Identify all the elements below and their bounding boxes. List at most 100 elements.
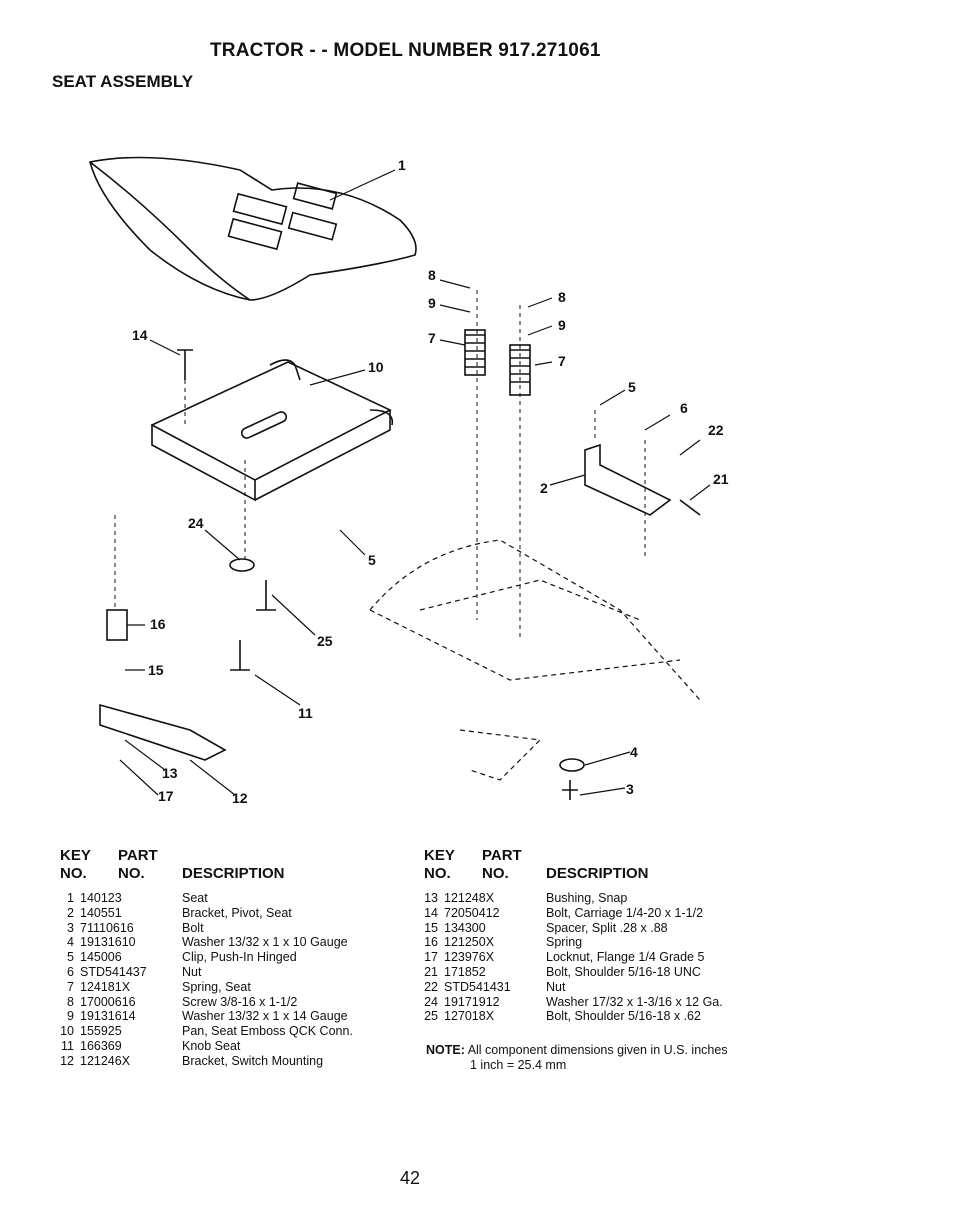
callout-11: 11 <box>298 705 313 721</box>
header-description: DESCRIPTION <box>546 865 649 882</box>
callout-7-left: 7 <box>428 330 436 346</box>
part-key-no: 6 <box>67 964 74 979</box>
parts-table-header: KEY PART NO. NO. DESCRIPTION <box>424 847 804 883</box>
note-line-2: 1 inch = 25.4 mm <box>470 1058 567 1072</box>
header-description: DESCRIPTION <box>182 865 285 882</box>
callout-24: 24 <box>188 515 204 531</box>
part-key-no: 22 <box>424 979 438 994</box>
carriage-bolt-drawing <box>177 349 193 380</box>
table-row: 6 STD541437 Nut <box>60 965 430 980</box>
callout-4: 4 <box>630 744 638 760</box>
part-description: Bolt, Carriage 1/4-20 x 1-1/2 <box>546 905 704 920</box>
bolt-21-drawing <box>679 499 701 516</box>
callout-10: 10 <box>368 359 384 375</box>
part-description: Locknut, Flange 1/4 Grade 5 <box>546 950 705 965</box>
part-number: 19171912 <box>444 994 500 1009</box>
callout-25: 25 <box>317 633 333 649</box>
callout-5-right: 5 <box>628 379 636 395</box>
header-key-no: NO. <box>60 865 87 882</box>
part-number: 19131614 <box>80 1009 136 1024</box>
part-description: Nut <box>182 964 202 979</box>
table-row: 22 STD541431 Nut <box>424 980 804 995</box>
part-key-no: 15 <box>424 920 438 935</box>
part-number: STD541437 <box>80 964 147 979</box>
callout-12: 12 <box>232 790 248 806</box>
part-key-no: 21 <box>424 964 438 979</box>
chassis-outline <box>369 539 701 781</box>
callout-8-left: 8 <box>428 267 436 283</box>
part-description: Knob Seat <box>182 1038 241 1053</box>
table-row: 5 145006 Clip, Push-In Hinged <box>60 950 430 965</box>
part-number: 72050412 <box>444 905 500 920</box>
part-description: Washer 17/32 x 1-3/16 x 12 Ga. <box>546 994 723 1009</box>
part-key-no: 16 <box>424 935 438 950</box>
exploded-parts-diagram: 1 14 10 8 9 7 8 9 7 5 6 22 2 21 24 5 16 … <box>40 140 940 840</box>
header-part: PART <box>118 847 158 864</box>
part-number: 17000616 <box>80 994 136 1009</box>
callout-7-right: 7 <box>558 353 566 369</box>
pivot-bracket-drawing <box>584 443 672 516</box>
header-key: KEY <box>60 847 91 864</box>
callout-8-right: 8 <box>558 289 566 305</box>
part-number: STD541431 <box>444 979 511 994</box>
callout-6: 6 <box>680 400 688 416</box>
callout-5-left: 5 <box>368 552 376 568</box>
part-number: 145006 <box>80 950 122 965</box>
part-description: Screw 3/8-16 x 1-1/2 <box>182 994 298 1009</box>
part-description: Spring, Seat <box>182 979 251 994</box>
table-row: 17 123976X Locknut, Flange 1/4 Grade 5 <box>424 950 804 965</box>
callout-13: 13 <box>162 765 178 781</box>
callout-15: 15 <box>148 662 164 678</box>
callout-9-right: 9 <box>558 317 566 333</box>
knob-drawing <box>230 640 250 671</box>
part-number: 19131610 <box>80 935 136 950</box>
part-number: 123976X <box>444 950 495 965</box>
part-key-no: 12 <box>60 1053 74 1068</box>
washer-4-drawing <box>559 758 585 772</box>
callout-21: 21 <box>713 471 729 487</box>
part-description: Nut <box>546 979 566 994</box>
part-description: Clip, Push-In Hinged <box>182 950 297 965</box>
part-key-no: 11 <box>61 1038 74 1053</box>
part-description: Bolt, Shoulder 5/16-18 x .62 <box>546 1009 701 1024</box>
section-title: SEAT ASSEMBLY <box>52 72 194 91</box>
bolt-3-drawing <box>562 780 578 800</box>
part-number: 134300 <box>444 920 486 935</box>
part-description: Spring <box>546 935 583 950</box>
seat-drawing <box>89 156 417 301</box>
callout-14: 14 <box>132 327 148 343</box>
part-description: Bracket, Pivot, Seat <box>182 905 292 920</box>
part-description: Spacer, Split .28 x .88 <box>546 920 668 935</box>
part-key-no: 4 <box>67 935 74 950</box>
part-number: 140551 <box>80 905 122 920</box>
part-description: Bracket, Switch Mounting <box>182 1053 324 1068</box>
shoulder-bolt-25-drawing <box>256 580 276 611</box>
part-description: Bushing, Snap <box>546 891 628 905</box>
washer-24-drawing <box>229 558 255 572</box>
callout-3: 3 <box>626 781 634 797</box>
callout-17: 17 <box>158 788 174 804</box>
part-number: 124181X <box>80 979 131 994</box>
table-row: 4 19131610 Washer 13/32 x 1 x 10 Gauge <box>60 935 430 950</box>
dimension-note: NOTE: All component dimensions given in … <box>426 1043 728 1073</box>
callout-2: 2 <box>540 480 548 496</box>
part-key-no: 17 <box>424 950 438 965</box>
part-number: 121246X <box>80 1053 131 1068</box>
part-description: Pan, Seat Emboss QCK Conn. <box>182 1024 353 1039</box>
header-part-no: NO. <box>118 865 145 882</box>
part-description: Washer 13/32 x 1 x 10 Gauge <box>182 935 348 950</box>
part-key-no: 5 <box>67 950 74 965</box>
